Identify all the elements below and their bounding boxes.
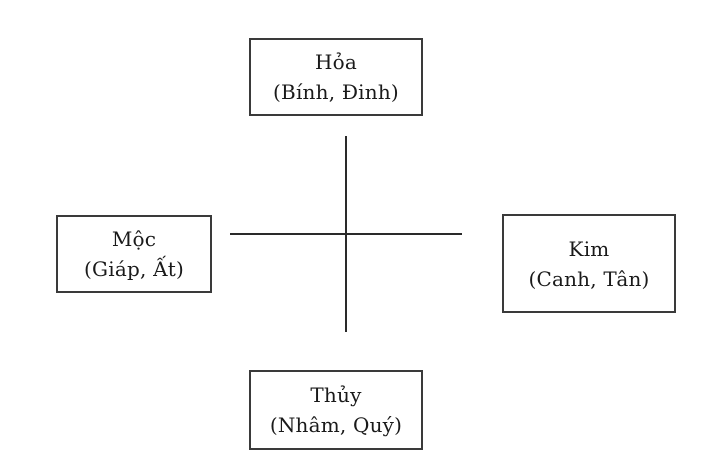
wood-element-stems: (Giáp, Ất) [84,257,184,281]
horizontal-axis-line [230,233,462,235]
water-element-box: Thủy (Nhâm, Quý) [249,370,423,450]
metal-element-name: Kim [568,236,610,261]
water-element-stems: (Nhâm, Quý) [269,413,403,437]
wood-element-name: Mộc [111,227,157,251]
water-element-name: Thủy [310,383,362,407]
fire-element-name: Hỏa [314,50,357,74]
fire-element-stems: (Bính, Đinh) [273,80,399,104]
metal-element-stems: (Canh, Tân) [528,266,650,291]
fire-element-box: Hỏa (Bính, Đinh) [249,38,423,116]
wood-element-box: Mộc (Giáp, Ất) [56,215,212,293]
metal-element-box: Kim (Canh, Tân) [502,214,676,313]
